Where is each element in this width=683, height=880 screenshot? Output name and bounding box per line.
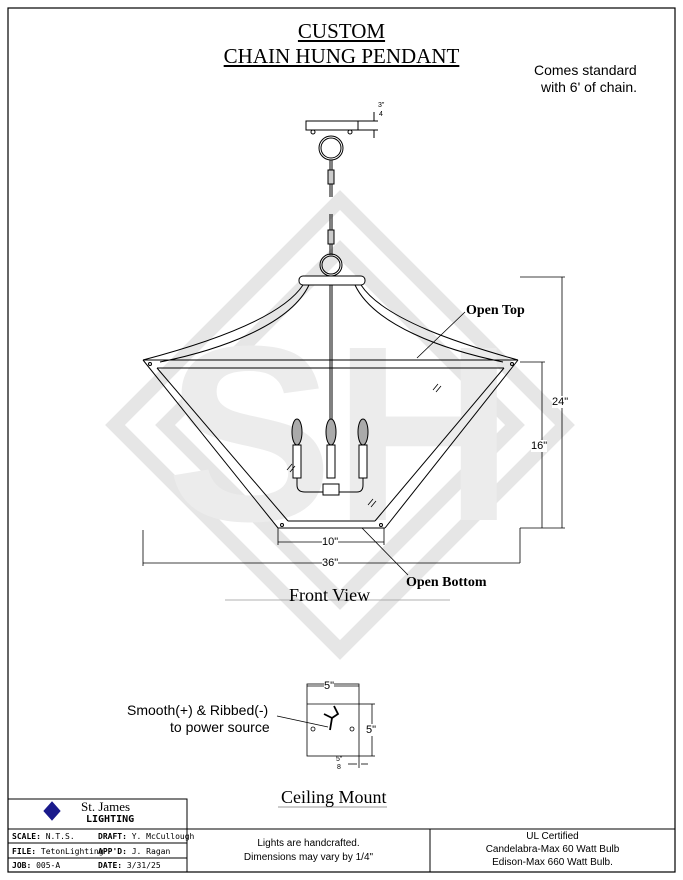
title-line1: CUSTOM	[297, 19, 386, 43]
appd-field: APP'D: J. Ragan	[98, 847, 171, 856]
dim-bottom-width: 10"	[322, 536, 339, 548]
dim-mount-depth-num: 5"	[336, 756, 343, 763]
candelabra-bulb: Candelabra-Max 60 Watt Bulb	[485, 844, 620, 855]
edison-bulb: Edison-Max 660 Watt Bulb.	[492, 857, 613, 868]
file-field: FILE: TetonLighting	[12, 847, 104, 856]
svg-text:SH: SH	[166, 294, 513, 573]
ceiling-mount-label: Ceiling Mount	[281, 787, 387, 807]
dim-canopy-num: 3"	[378, 102, 385, 109]
company-name: St. James	[81, 799, 131, 814]
title-line2: CHAIN HUNG PENDANT	[223, 44, 460, 68]
lantern-frame	[142, 284, 519, 529]
job-field: JOB: 005-A	[12, 861, 61, 870]
date-field: DATE: 3/31/25	[98, 861, 161, 870]
callout-open-bottom: Open Bottom	[406, 575, 487, 590]
candle-cluster	[291, 418, 369, 496]
dim-mount-height: 5"	[366, 724, 377, 736]
dim-mount-width: 5"	[324, 680, 335, 692]
dim-overall-height: 24"	[552, 396, 569, 408]
callout-open-top: Open Top	[466, 303, 525, 318]
wire-note-line2: to power source	[170, 719, 270, 735]
dim-canopy-den: 4	[379, 111, 383, 118]
chain-note-line1: Comes standard	[534, 62, 637, 78]
wire-note-line1: Smooth(+) & Ribbed(-)	[127, 702, 269, 718]
scale-field: SCALE: N.T.S.	[12, 832, 75, 841]
company-sub: LIGHTING	[86, 814, 135, 825]
dimension-note: Dimensions may vary by 1/4"	[243, 852, 374, 863]
glass-marks	[286, 383, 442, 508]
logo-icon	[43, 801, 61, 821]
dim-body-height: 16"	[531, 440, 548, 452]
front-view-label: Front View	[289, 585, 371, 605]
draft-field: DRAFT: Y. McCullough	[98, 832, 195, 841]
title-block-lines	[7, 798, 675, 873]
ceiling-mount-drawing	[276, 683, 375, 768]
handcrafted-note: Lights are handcrafted.	[257, 838, 360, 849]
dim-overall-width: 36"	[322, 557, 339, 569]
chain-note-line2: with 6' of chain.	[541, 79, 638, 95]
chain-assembly	[298, 112, 378, 286]
dim-mount-depth-den: 8	[337, 764, 341, 771]
page-border	[7, 7, 676, 873]
ul-certified: UL Certified	[526, 831, 579, 842]
